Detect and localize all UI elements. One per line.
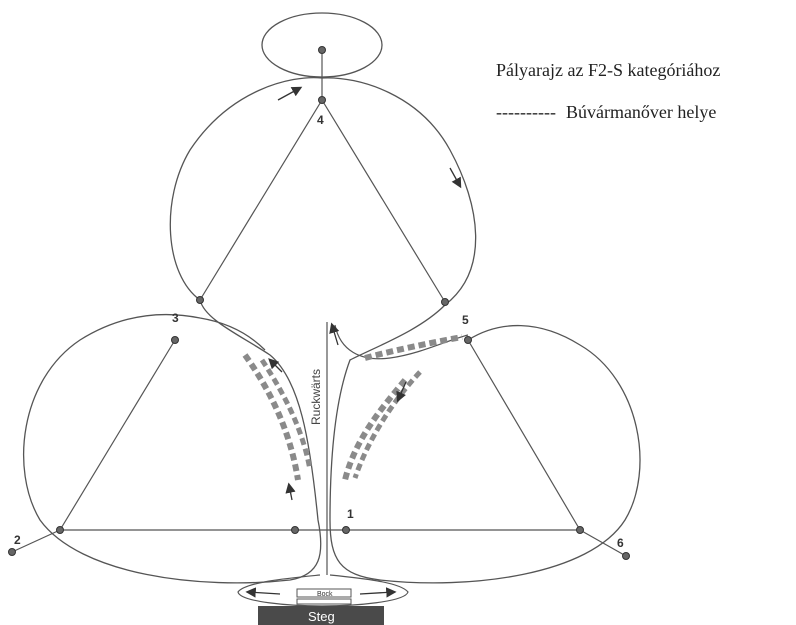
dive-section-right xyxy=(342,378,408,481)
arrow-bottom-right xyxy=(359,587,397,598)
buoy-2: 2 xyxy=(8,526,64,556)
legend-title: Pályarajz az F2-S kategóriához xyxy=(496,60,721,80)
reverse-label: Ruckwärts xyxy=(309,369,323,425)
steg-box xyxy=(258,606,384,625)
legend-dive-label: Búvármanőver helye xyxy=(565,102,717,122)
buoy-3: 3 xyxy=(171,296,204,344)
right-loop-path xyxy=(329,304,641,584)
buoy-1: 1 xyxy=(291,507,354,534)
arrow-top-left xyxy=(277,86,303,101)
arrow-bottom-left xyxy=(245,587,281,598)
bock-box xyxy=(296,588,352,598)
arrow-right-down xyxy=(449,167,462,189)
buoy-6: 6 xyxy=(576,526,630,560)
dive-section-left xyxy=(242,353,301,481)
dive-section-top xyxy=(364,334,463,361)
leg-6-out xyxy=(579,529,627,557)
svg-text:6: 6 xyxy=(617,536,624,550)
buoy-4: 4 xyxy=(317,96,326,127)
svg-text:5: 5 xyxy=(462,313,469,327)
svg-text:2: 2 xyxy=(14,533,21,547)
arrow-left-dive xyxy=(268,358,283,373)
svg-text:4: 4 xyxy=(317,113,324,127)
tri-4-5 xyxy=(321,99,446,303)
legend-dive-dashes: ---------- xyxy=(496,102,556,122)
svg-text:3: 3 xyxy=(172,311,179,325)
right-hook-path xyxy=(334,324,469,360)
tri-4-3 xyxy=(199,99,323,301)
tri-5-6 xyxy=(467,339,581,531)
bock-label: Bock xyxy=(317,591,333,598)
legend-dive-row: ---------- Búvármanőver helye xyxy=(496,102,716,123)
steg-label: Steg xyxy=(308,609,335,624)
upper-loop-path xyxy=(169,76,477,306)
tri-3-2 xyxy=(59,339,176,531)
arrow-right-dive xyxy=(396,381,407,403)
left-loop-path xyxy=(23,299,322,584)
leg-2-out xyxy=(11,529,61,553)
arrow-left-bottom xyxy=(285,482,296,501)
buoy-5: 5 xyxy=(441,298,472,344)
arrow-center-up xyxy=(329,322,340,346)
dive-section-left-2 xyxy=(259,358,313,471)
bock-base xyxy=(296,598,352,605)
buoy-top xyxy=(318,46,326,54)
dive-section-right-2 xyxy=(352,370,422,479)
svg-text:1: 1 xyxy=(347,507,354,521)
